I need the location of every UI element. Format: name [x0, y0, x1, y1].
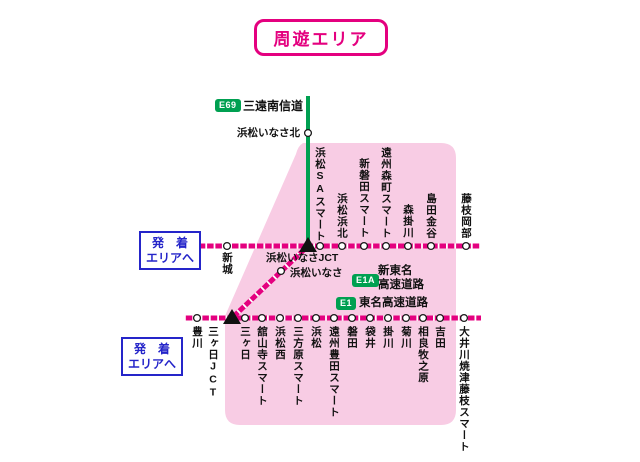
route-badge-e69: E69 [215, 99, 241, 112]
station-dot [418, 313, 428, 323]
station-label: 舘山寺スマート [256, 326, 268, 407]
station-dot [276, 266, 286, 276]
hub-area-label-line2: エリアへ [127, 356, 176, 371]
station-dot [461, 241, 471, 251]
station-label: 菊川 [400, 326, 412, 349]
station-label: 森掛川 [402, 204, 414, 239]
hub-area-box-lower: 発 着 エリアへ [121, 337, 183, 376]
station-dot [275, 313, 285, 323]
station-label: 遠州森町スマート [380, 147, 392, 239]
station-label: 浜松いなさ北 [237, 127, 300, 139]
station-dot [435, 313, 445, 323]
station-label: 三方原スマート [292, 326, 304, 407]
station-label: 浜松 [310, 326, 322, 349]
station-dot [303, 128, 313, 138]
station-dot [329, 313, 339, 323]
station-dot [381, 241, 391, 251]
station-dot [401, 313, 411, 323]
jct-triangle-marker [223, 309, 241, 324]
station-label: 磐田 [346, 326, 358, 349]
road-name-shintomei-line1: 新東名 [378, 265, 413, 277]
station-label: 三ヶ日 [239, 326, 251, 361]
jct-label: 三ヶ日JCT [207, 326, 219, 400]
hub-area-label-line2: エリアへ [145, 250, 194, 265]
station-label: 相良牧之原 [417, 326, 429, 384]
station-dot [192, 313, 202, 323]
station-dot [257, 313, 267, 323]
station-dot [383, 313, 393, 323]
page-title: 周遊エリア [254, 19, 388, 56]
jct-triangle-marker [299, 237, 317, 252]
station-label: 浜松西 [274, 326, 286, 361]
station-dot [315, 241, 325, 251]
station-dot [311, 313, 321, 323]
station-label: 島田金谷 [425, 193, 437, 239]
hub-area-box-upper: 発 着 エリアへ [139, 231, 201, 270]
route-badge-e1: E1 [336, 297, 357, 310]
station-dot [240, 313, 250, 323]
station-label: 新磐田スマート [358, 158, 370, 239]
mikkabi-connector-ticks [230, 244, 310, 320]
station-dot [359, 241, 369, 251]
station-label: 新城 [221, 252, 233, 275]
station-dot [347, 313, 357, 323]
station-label: 藤枝岡部 [460, 193, 472, 239]
station-label: 豊川 [191, 326, 203, 349]
route-badge-e1a: E1A [352, 274, 380, 287]
road-name-sanen: 三遠南信道 [243, 99, 304, 113]
hub-area-label-line1: 発 着 [133, 341, 170, 356]
hub-area-label-line1: 発 着 [151, 235, 188, 250]
station-dot [403, 241, 413, 251]
road-name-shintomei: 新東名 高速道路 [378, 264, 424, 292]
road-name-shintomei-line2: 高速道路 [378, 279, 424, 291]
station-dot [365, 313, 375, 323]
station-dot [337, 241, 347, 251]
station-label: 遠州豊田スマート [328, 326, 340, 418]
station-label: 浜松いなさ [290, 267, 343, 279]
page-title-text: 周遊エリア [273, 30, 369, 49]
station-label: 吉田 [434, 326, 446, 349]
station-label: 浜松SAスマート [314, 147, 326, 242]
tour-area-shape [225, 143, 456, 425]
station-dot [459, 313, 469, 323]
road-name-tomei: 東名高速道路 [359, 297, 428, 309]
station-dot [222, 241, 232, 251]
station-label: 大井川焼津藤枝スマート [458, 326, 470, 453]
station-label: 袋井 [364, 326, 376, 349]
station-dot [426, 241, 436, 251]
jct-label: 浜松いなさJCT [266, 252, 339, 264]
station-dot [293, 313, 303, 323]
station-label: 掛川 [382, 326, 394, 349]
station-label: 浜松浜北 [336, 193, 348, 239]
